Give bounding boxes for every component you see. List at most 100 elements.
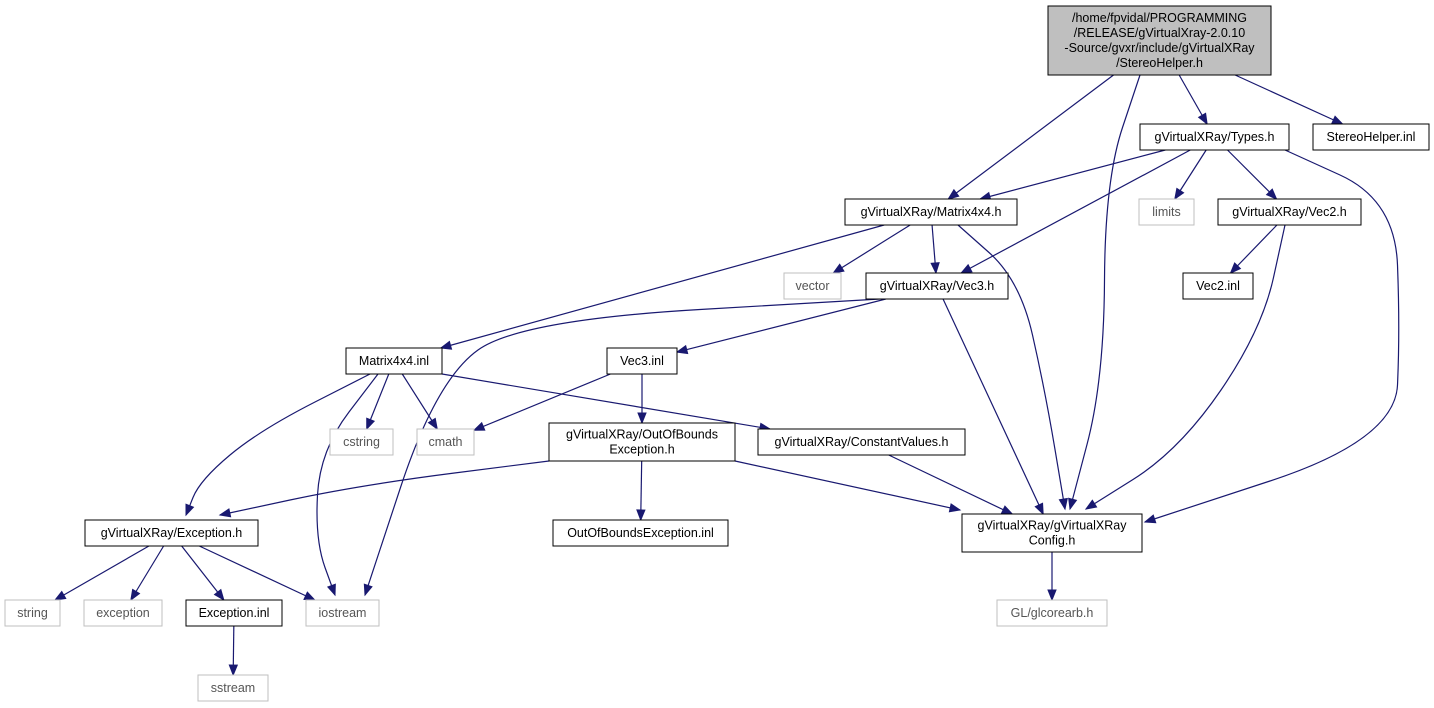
edge-vec2h-to-vec2inl [1230, 224, 1278, 274]
arrowhead-oob-to-exceptionh [218, 508, 232, 518]
edge-exceptionh-to-exceptioninl [181, 545, 225, 601]
node-exceptioninl[interactable]: Exception.inl [185, 599, 283, 627]
node-label: cstring [343, 435, 380, 449]
arrowhead-matrixinl-to-exceptionh [185, 503, 195, 517]
node-cmath: cmath [416, 428, 475, 456]
node-vec2h[interactable]: gVirtualXRay/Vec2.h [1217, 198, 1362, 226]
node-label: gVirtualXRay/Vec3.h [880, 279, 994, 293]
edge-types-to-vec3h [960, 149, 1191, 274]
node-label: gVirtualXRay/Matrix4x4.h [861, 205, 1002, 219]
node-label: cmath [428, 435, 462, 449]
arrowhead-exceptionh-to-exception [130, 588, 141, 602]
arrowhead-oob-to-oobinl [636, 509, 646, 522]
arrowhead-vec3inl-to-oob [637, 412, 647, 425]
node-box [996, 599, 1108, 627]
node-limits: limits [1138, 198, 1195, 226]
node-label: Config.h [1029, 534, 1076, 548]
arrowhead-types-to-limits [1174, 187, 1185, 201]
arrowhead-root-to-config [1068, 497, 1078, 511]
node-box [1047, 5, 1272, 76]
node-cstring: cstring [329, 428, 394, 456]
node-root[interactable]: /home/fpvidal/PROGRAMMING/RELEASE/gVirtu… [1047, 5, 1272, 76]
node-vector: vector [783, 272, 842, 300]
edge-matrixinl-to-constvals [441, 373, 771, 430]
edge-root-to-stereoinl [1234, 74, 1343, 125]
node-matrixinl[interactable]: Matrix4x4.inl [345, 347, 443, 375]
node-types[interactable]: gVirtualXRay/Types.h [1139, 123, 1290, 151]
edge-matrixinl-to-cmath [401, 373, 438, 430]
arrowhead-types-to-vec2h [1265, 188, 1278, 200]
edge-oob-to-exceptionh [219, 460, 550, 516]
node-exception: exception [83, 599, 163, 627]
node-box [185, 599, 283, 627]
node-sstream: sstream [197, 674, 269, 702]
arrowhead-matrixinl-to-iostream [326, 583, 336, 597]
node-box [757, 428, 966, 456]
node-label: /StereoHelper.h [1116, 56, 1203, 70]
edge-types-to-vec2h [1227, 149, 1277, 200]
node-box [961, 513, 1143, 553]
arrowhead-vec3h-to-iostream [363, 583, 373, 597]
edges-layer [53, 74, 1400, 677]
arrowhead-exceptioninl-to-sstream [228, 664, 239, 677]
node-glcorearb: GL/glcorearb.h [996, 599, 1108, 627]
node-oobinl[interactable]: OutOfBoundsException.inl [552, 519, 729, 547]
arrowhead-vec2h-to-config [1084, 499, 1098, 510]
node-vec3inl[interactable]: Vec3.inl [606, 347, 678, 375]
node-exceptionh[interactable]: gVirtualXRay/Exception.h [84, 519, 259, 547]
node-label: Exception.h [609, 443, 674, 457]
arrowhead-matrix4x4h-to-vector [832, 263, 845, 274]
node-label: Exception.inl [199, 606, 270, 620]
node-matrix4x4h[interactable]: gVirtualXRay/Matrix4x4.h [844, 198, 1018, 226]
node-box [1139, 123, 1290, 151]
node-label: vector [795, 279, 829, 293]
edge-exceptionh-to-iostream [199, 545, 315, 601]
node-label: iostream [319, 606, 367, 620]
arrowhead-vec3h-to-vec3inl [675, 344, 689, 355]
edge-root-to-matrix4x4h [947, 74, 1114, 200]
node-string: string [4, 599, 61, 627]
arrowhead-matrix4x4h-to-matrixinl [439, 340, 453, 350]
node-box [197, 674, 269, 702]
node-oob[interactable]: gVirtualXRay/OutOfBoundsException.h [548, 422, 736, 462]
arrowhead-matrix4x4h-to-config [1058, 497, 1068, 511]
arrowhead-vec3inl-to-cmath [472, 421, 486, 431]
edge-matrix4x4h-to-vector [833, 224, 911, 274]
edge-constvals-to-config [888, 454, 1013, 515]
arrowhead-matrixinl-to-cstring [366, 417, 376, 431]
node-label: Vec3.inl [620, 354, 664, 368]
edge-types-to-matrix4x4h [979, 149, 1166, 200]
node-label: string [17, 606, 48, 620]
arrowhead-exceptionh-to-exceptioninl [213, 588, 225, 602]
node-label: gVirtualXRay/Types.h [1155, 130, 1275, 144]
node-stereoinl[interactable]: StereoHelper.inl [1312, 123, 1430, 151]
node-label: /home/fpvidal/PROGRAMMING [1072, 11, 1247, 25]
edge-types-to-config [1144, 149, 1400, 523]
node-label: limits [1152, 205, 1180, 219]
arrowhead-root-to-stereoinl [1330, 115, 1344, 125]
node-box [84, 519, 259, 547]
node-box [548, 422, 736, 462]
edge-matrix4x4h-to-config [957, 224, 1066, 510]
edge-oob-to-config [734, 460, 961, 511]
node-vec3h[interactable]: gVirtualXRay/Vec3.h [865, 272, 1009, 300]
arrowhead-config-to-glcorearb [1047, 589, 1057, 602]
node-label: Vec2.inl [1196, 279, 1240, 293]
node-iostream: iostream [305, 599, 380, 627]
node-box [606, 347, 678, 375]
arrowhead-exceptionh-to-iostream [303, 591, 316, 601]
node-label: Matrix4x4.inl [359, 354, 429, 368]
node-box [1138, 198, 1195, 226]
node-constvals[interactable]: gVirtualXRay/ConstantValues.h [757, 428, 966, 456]
node-box [305, 599, 380, 627]
node-vec2inl[interactable]: Vec2.inl [1182, 272, 1254, 300]
arrowhead-matrixinl-to-cmath [427, 417, 438, 431]
node-label: StereoHelper.inl [1327, 130, 1416, 144]
edge-root-to-config [1069, 74, 1141, 510]
node-label: exception [96, 606, 150, 620]
node-box [345, 347, 443, 375]
arrowhead-root-to-types [1197, 112, 1208, 126]
node-box [83, 599, 163, 627]
